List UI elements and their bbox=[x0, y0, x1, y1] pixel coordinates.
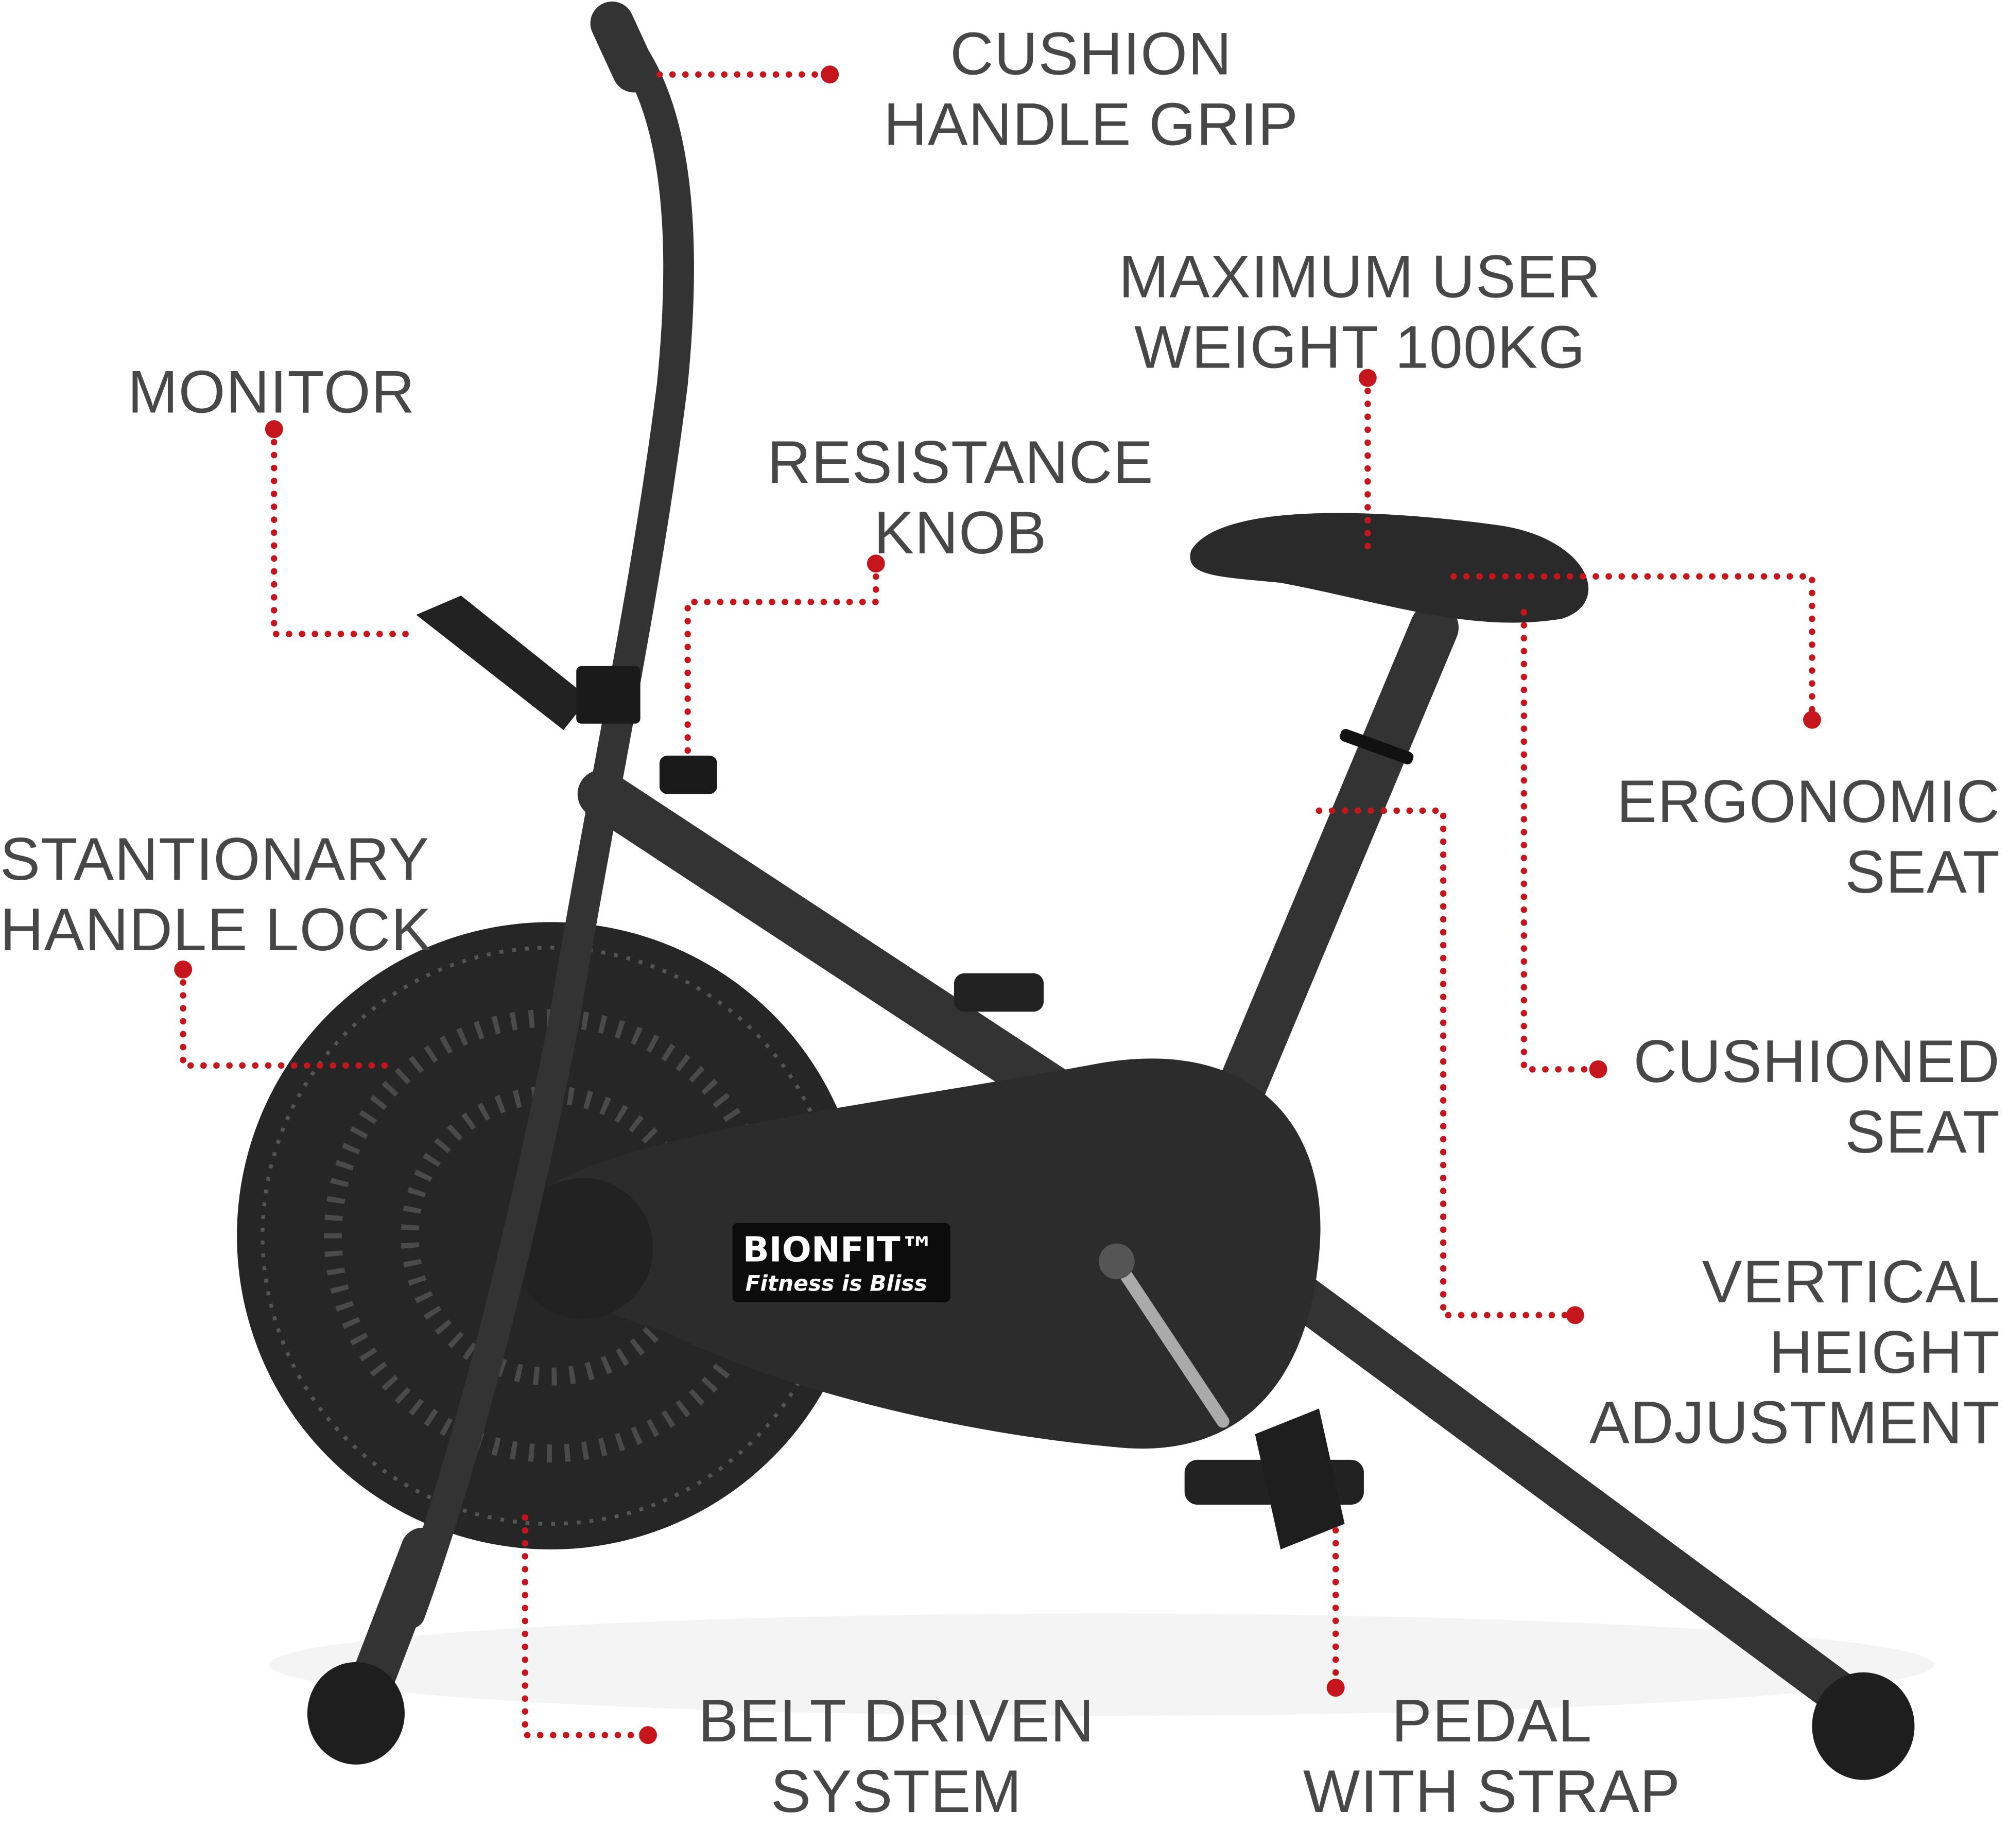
label-ergonomic-seat: ERGONOMIC SEAT bbox=[1617, 768, 2000, 905]
label-max-weight: MAXIMUM USER WEIGHT 100KG bbox=[1119, 242, 1601, 380]
svg-text:ADJUSTMENT: ADJUSTMENT bbox=[1589, 1389, 2000, 1456]
seat bbox=[1190, 513, 1589, 623]
svg-text:SEAT: SEAT bbox=[1845, 838, 2000, 905]
label-resistance-knob: RESISTANCE KNOB bbox=[767, 428, 1154, 566]
svg-text:SYSTEM: SYSTEM bbox=[771, 1757, 1022, 1825]
brand-logo: BIONFIT™ Fitness is Bliss bbox=[732, 1223, 950, 1302]
handle-bar bbox=[394, 10, 694, 1629]
label-monitor: MONITOR bbox=[128, 358, 416, 425]
label-pedal: PEDAL WITH STRAP bbox=[1303, 1687, 1681, 1825]
svg-text:WITH STRAP: WITH STRAP bbox=[1303, 1757, 1681, 1825]
svg-text:RESISTANCE: RESISTANCE bbox=[767, 428, 1154, 496]
rear-foot-cap bbox=[1812, 1672, 1915, 1780]
callout-lines bbox=[174, 65, 1821, 1745]
logo-tagline: Fitness is Bliss bbox=[746, 1271, 927, 1296]
svg-text:MONITOR: MONITOR bbox=[128, 358, 416, 425]
front-foot-cap bbox=[307, 1662, 405, 1765]
logo-brand: BIONFIT™ bbox=[743, 1229, 935, 1269]
svg-text:VERTICAL: VERTICAL bbox=[1702, 1248, 2000, 1315]
label-handle-grip: CUSHION HANDLE GRIP bbox=[884, 20, 1299, 158]
svg-text:STANTIONARY: STANTIONARY bbox=[0, 825, 429, 893]
label-handle-lock: STANTIONARY HANDLE LOCK bbox=[0, 825, 432, 963]
monitor bbox=[416, 596, 590, 730]
svg-text:HANDLE GRIP: HANDLE GRIP bbox=[884, 91, 1299, 158]
label-height-adjustment: VERTICAL HEIGHT ADJUSTMENT bbox=[1589, 1248, 2000, 1456]
svg-text:SEAT: SEAT bbox=[1845, 1098, 2000, 1165]
svg-text:KNOB: KNOB bbox=[874, 499, 1047, 566]
svg-text:WEIGHT 100KG: WEIGHT 100KG bbox=[1134, 313, 1586, 380]
svg-text:BELT DRIVEN: BELT DRIVEN bbox=[698, 1687, 1094, 1754]
label-cushioned-seat: CUSHIONED SEAT bbox=[1633, 1027, 2000, 1165]
svg-text:HEIGHT: HEIGHT bbox=[1769, 1318, 2000, 1386]
svg-text:PEDAL: PEDAL bbox=[1392, 1687, 1592, 1754]
svg-text:CUSHIONED: CUSHIONED bbox=[1633, 1027, 2000, 1095]
resistance-knob bbox=[659, 755, 717, 794]
svg-text:CUSHION: CUSHION bbox=[950, 20, 1232, 88]
svg-text:HANDLE LOCK: HANDLE LOCK bbox=[0, 896, 432, 963]
svg-text:ERGONOMIC: ERGONOMIC bbox=[1617, 768, 2000, 835]
exercise-bike-illustration bbox=[237, 1, 1934, 1780]
label-belt-driven: BELT DRIVEN SYSTEM bbox=[698, 1687, 1094, 1825]
svg-text:MAXIMUM USER: MAXIMUM USER bbox=[1119, 242, 1601, 310]
